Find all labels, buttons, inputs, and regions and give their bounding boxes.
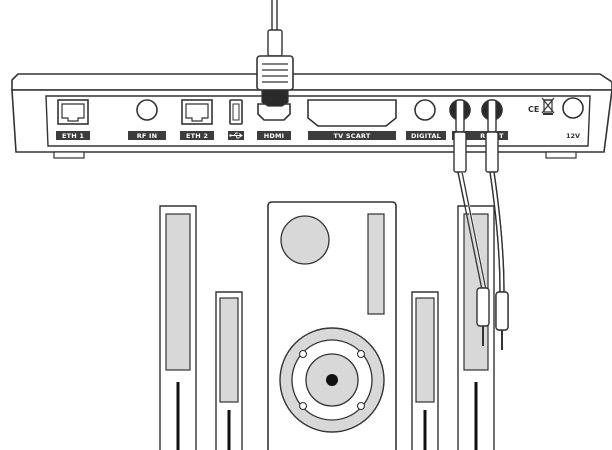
subwoofer	[267, 201, 397, 450]
speaker-rear-right	[411, 291, 439, 450]
speaker-front-left	[159, 205, 197, 450]
digital-label-bg	[406, 131, 446, 140]
crossed-bin-icon	[541, 97, 555, 115]
hdmi-cable	[256, 0, 294, 107]
hdmi-label: HDMI	[264, 132, 285, 140]
rf-in-label-bg	[128, 131, 166, 140]
power-label: 12V	[566, 132, 580, 140]
speaker-rear-left	[215, 291, 243, 450]
rf-in-port[interactable]	[136, 99, 158, 121]
box-foot-left	[53, 151, 85, 159]
rf-in-label: RF IN	[137, 132, 158, 140]
box-foot-right	[545, 151, 577, 159]
tv-scart-label-bg	[308, 131, 396, 140]
eth1-label-bg	[56, 131, 90, 140]
woofer-dust-cap	[326, 374, 338, 386]
usb-port[interactable]	[229, 99, 243, 125]
eth2-label: ETH 2	[186, 132, 208, 140]
hdmi-label-bg	[257, 131, 291, 140]
set-top-box: ETH 1 RF IN ETH 2 HDMI	[11, 73, 612, 159]
rca-cable-overlay	[457, 171, 509, 350]
power-port[interactable]	[562, 97, 584, 119]
tv-scart-port[interactable]	[307, 99, 397, 127]
usb-trident-icon	[228, 131, 244, 140]
eth1-port[interactable]	[57, 99, 89, 125]
digital-label: DIGITAL	[411, 132, 441, 140]
box-top-edge	[11, 73, 612, 91]
tv-scart-label: TV SCART	[334, 132, 371, 140]
digital-port[interactable]	[414, 99, 436, 121]
subwoofer-port	[280, 215, 330, 265]
hdmi-port[interactable]	[257, 103, 291, 121]
audio-label-bg	[452, 131, 508, 140]
eth2-label-bg	[180, 131, 214, 140]
eth2-port[interactable]	[181, 99, 213, 125]
eth1-label: ETH 1	[62, 132, 84, 140]
ce-mark: CE	[528, 105, 539, 114]
